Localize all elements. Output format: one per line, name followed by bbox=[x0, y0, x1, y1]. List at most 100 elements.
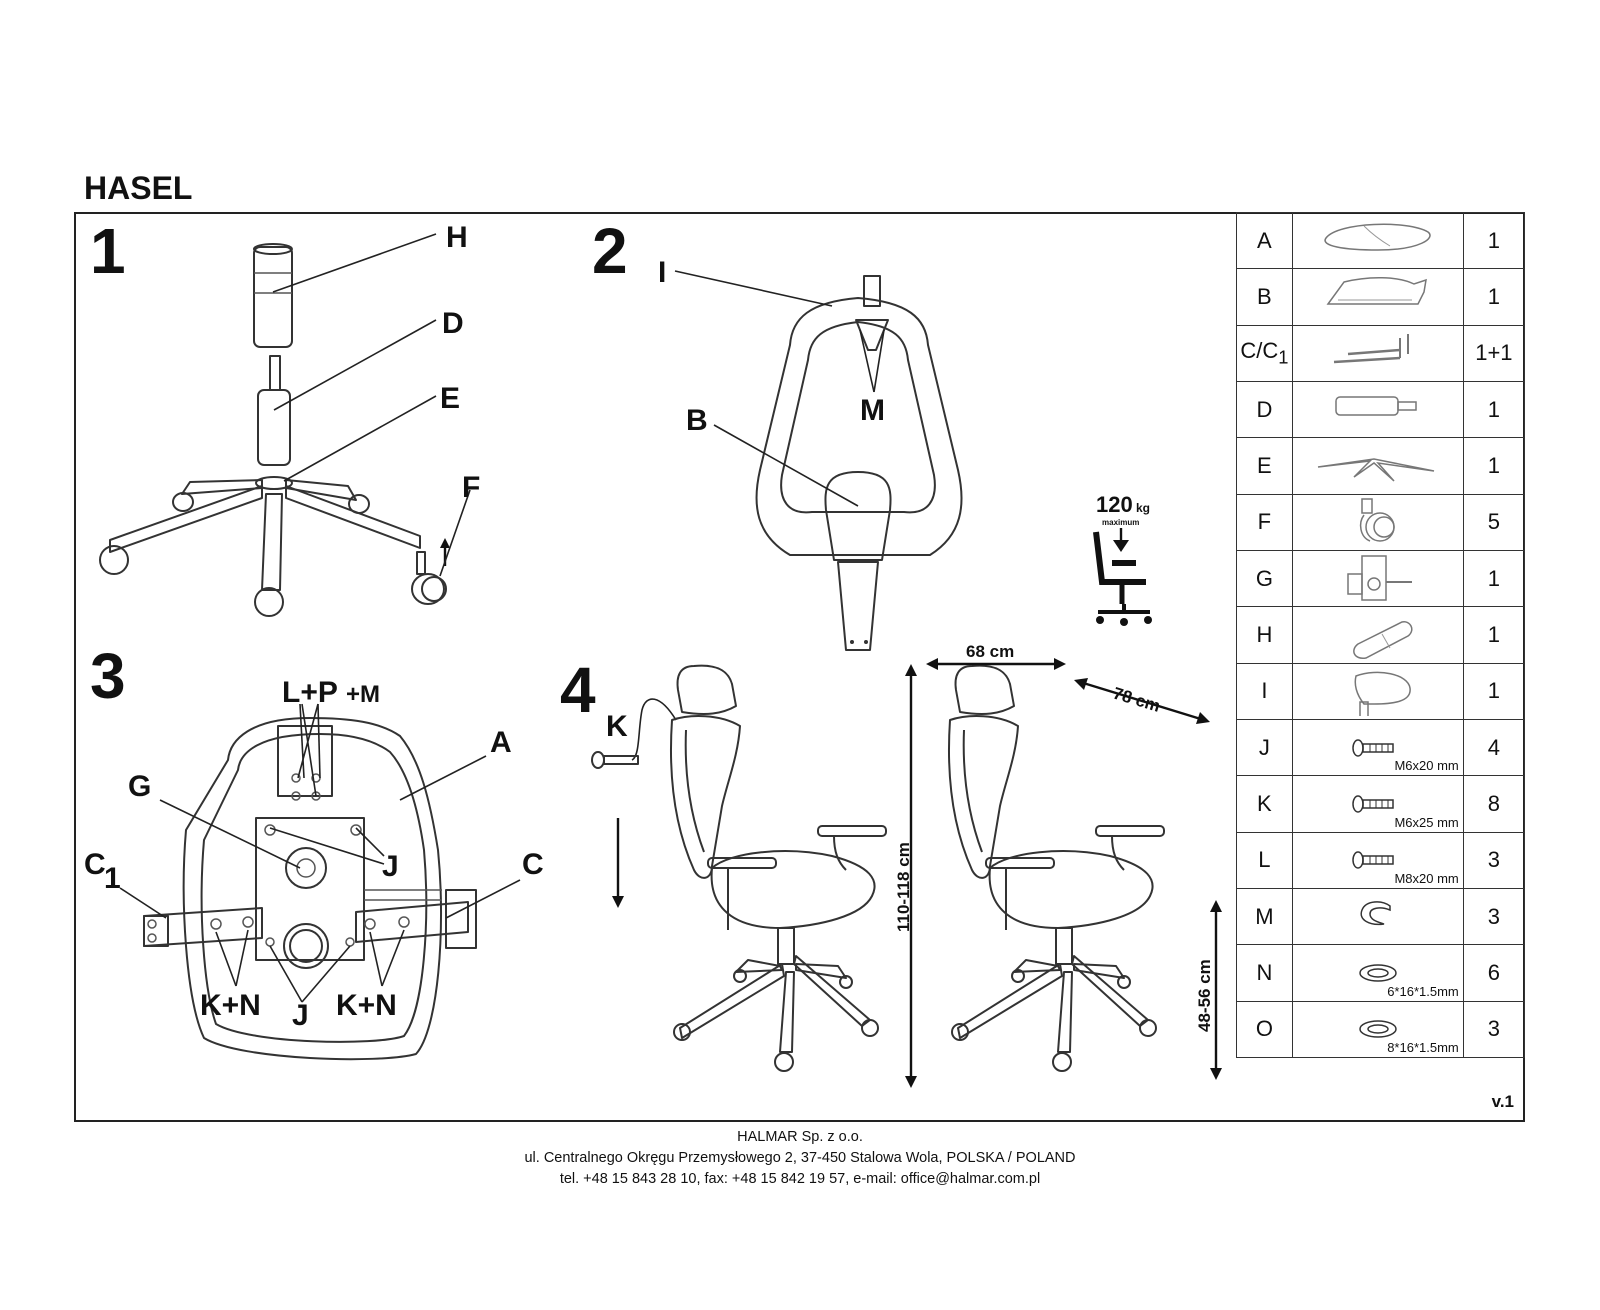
callout-K-N-left: K+N bbox=[200, 989, 261, 1022]
footer: HALMAR Sp. z o.o. ul. Centralnego Okręgu… bbox=[0, 1127, 1600, 1190]
part-id: A bbox=[1236, 211, 1293, 270]
part-picture bbox=[1291, 606, 1464, 664]
svg-text:120: 120 bbox=[1096, 492, 1133, 517]
dimension-arrows bbox=[905, 658, 1222, 1088]
part-picture bbox=[1291, 380, 1464, 439]
callout-C: C bbox=[522, 848, 544, 881]
part-id: F bbox=[1236, 493, 1293, 551]
washer-icon bbox=[1359, 1020, 1397, 1039]
part-picture: M6x25 mm bbox=[1291, 775, 1464, 833]
part-spec: M6x25 mm bbox=[1394, 814, 1459, 830]
callout-A: A bbox=[490, 726, 512, 759]
part-quantity: 1 bbox=[1462, 380, 1526, 439]
lift-cover-icon bbox=[1352, 620, 1413, 659]
footer-address: ul. Centralnego Okręgu Przemysłowego 2, … bbox=[524, 1150, 1076, 1166]
headrest-icon bbox=[1354, 671, 1411, 717]
footer-company: HALMAR Sp. z o.o. bbox=[737, 1129, 863, 1145]
part-id: G bbox=[1236, 549, 1293, 608]
footer-contact: tel. +48 15 843 28 10, fax: +48 15 842 1… bbox=[559, 1171, 1041, 1187]
callout-G: G bbox=[128, 770, 151, 803]
part-quantity: 4 bbox=[1462, 718, 1526, 777]
washer-icon bbox=[1359, 964, 1397, 982]
part-quantity: 3 bbox=[1462, 831, 1526, 889]
part-picture: 6*16*1.5mm bbox=[1291, 944, 1464, 1002]
step-4-chair-left bbox=[669, 664, 887, 1072]
callout-M: M bbox=[860, 394, 885, 427]
step-4-chair-right bbox=[947, 664, 1165, 1072]
part-id: B bbox=[1236, 268, 1293, 326]
page-title: HASEL bbox=[84, 170, 193, 206]
svg-text:maximum: maximum bbox=[1102, 518, 1139, 527]
callout-E: E bbox=[440, 382, 460, 415]
caster-wheel-icon bbox=[1359, 498, 1395, 543]
callout-I: I bbox=[658, 256, 666, 289]
callout-K-N-right: K+N bbox=[336, 989, 397, 1022]
screw-icon bbox=[1352, 795, 1394, 813]
part-spec: M8x20 mm bbox=[1394, 870, 1459, 886]
step-3-number: 3 bbox=[90, 640, 126, 712]
part-picture: M8x20 mm bbox=[1291, 831, 1464, 889]
part-quantity: 3 bbox=[1462, 887, 1526, 946]
part-id: L bbox=[1236, 831, 1293, 889]
svg-text:kg: kg bbox=[1136, 501, 1150, 515]
dimension-height: 110-118 cm bbox=[894, 842, 913, 932]
part-picture bbox=[1291, 662, 1464, 720]
part-id: K bbox=[1236, 775, 1293, 833]
star-base-icon bbox=[1317, 458, 1434, 482]
part-id: N bbox=[1236, 944, 1293, 1002]
part-picture: 8*16*1.5mm bbox=[1291, 1000, 1464, 1059]
step-1-number: 1 bbox=[90, 215, 126, 287]
callout-plus-M: +M bbox=[346, 681, 380, 708]
callout-F: F bbox=[462, 471, 480, 504]
part-quantity: 1 bbox=[1462, 662, 1526, 720]
step-4-screw-and-arrow bbox=[591, 698, 677, 908]
part-picture bbox=[1291, 324, 1464, 382]
step-3-seat-underside bbox=[143, 717, 477, 1061]
step-4-number: 4 bbox=[560, 654, 596, 726]
callout-B: B bbox=[686, 404, 708, 437]
part-quantity: 1+1 bbox=[1462, 324, 1526, 382]
dimension-width: 68 cm bbox=[966, 642, 1014, 661]
version-label: v.1 bbox=[1491, 1092, 1514, 1111]
gas-lift-icon bbox=[1335, 395, 1417, 416]
clip-ring-icon bbox=[1360, 900, 1391, 925]
part-picture bbox=[1291, 437, 1464, 495]
callout-L-P: L+P bbox=[282, 676, 338, 709]
dimension-seat-height: 48-56 cm bbox=[1195, 959, 1214, 1032]
part-picture: M6x20 mm bbox=[1291, 718, 1464, 777]
step-1-base-assembly bbox=[99, 243, 450, 617]
armrest-bracket-icon bbox=[1333, 334, 1409, 364]
backrest-icon bbox=[1326, 276, 1427, 305]
part-id: H bbox=[1236, 606, 1293, 664]
part-id: I bbox=[1236, 662, 1293, 720]
part-picture bbox=[1291, 887, 1464, 946]
part-id: M bbox=[1236, 887, 1293, 946]
screw-icon bbox=[1352, 738, 1394, 757]
callout-J-bottom: J bbox=[292, 999, 309, 1032]
part-id: O bbox=[1236, 1000, 1293, 1059]
part-quantity: 6 bbox=[1462, 944, 1526, 1002]
callout-C1: C bbox=[84, 848, 106, 881]
callout-J-top: J bbox=[382, 850, 399, 883]
part-spec: 8*16*1.5mm bbox=[1387, 1040, 1459, 1055]
part-id: D bbox=[1236, 380, 1293, 439]
part-quantity: 1 bbox=[1462, 211, 1526, 270]
part-id: E bbox=[1236, 437, 1293, 495]
callout-D: D bbox=[442, 307, 464, 340]
screw-icon bbox=[1352, 851, 1394, 870]
part-quantity: 8 bbox=[1462, 775, 1526, 833]
seat-cushion-icon bbox=[1324, 223, 1431, 251]
